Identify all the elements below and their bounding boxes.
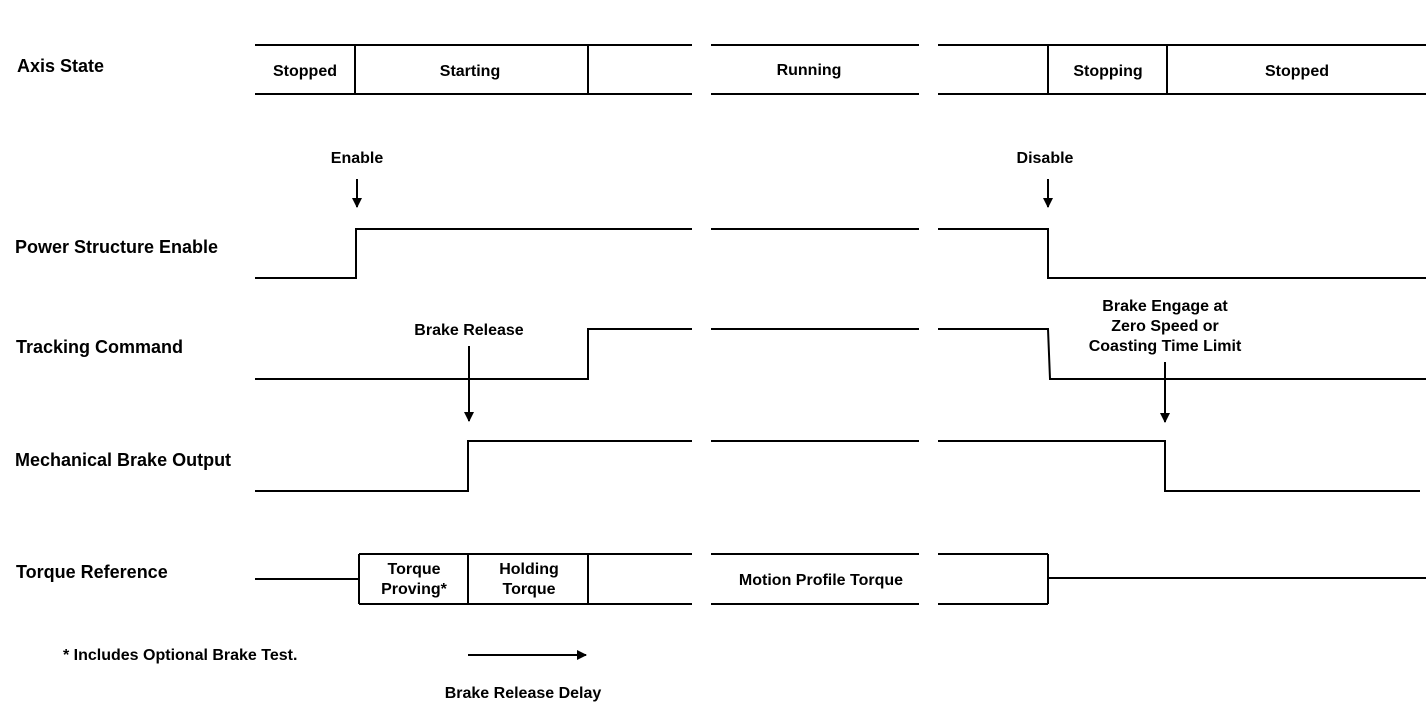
torque-proving-line2: Proving* [381, 581, 448, 598]
axis-state-bus [255, 44, 1426, 95]
event-brake-release: Brake Release [414, 322, 524, 339]
signal-label-power-structure-enable: Power Structure Enable [15, 237, 218, 257]
event-brake-engage-line2: Zero Speed or [1111, 318, 1219, 335]
motion-profile-torque: Motion Profile Torque [739, 572, 903, 589]
tracking-command-waveform [255, 328, 1426, 380]
torque-reference-bus [255, 553, 1426, 605]
axis-state-stopping: Stopping [1073, 63, 1142, 80]
event-brake-engage-line3: Coasting Time Limit [1089, 338, 1242, 355]
axis-state-stopped-end: Stopped [1265, 63, 1329, 80]
signal-label-mechanical-brake-output: Mechanical Brake Output [15, 450, 231, 470]
holding-torque-line2: Torque [502, 581, 555, 598]
axis-state-starting: Starting [440, 63, 500, 80]
event-brake-engage-line1: Brake Engage at [1102, 298, 1228, 315]
power-structure-enable-waveform [255, 228, 1426, 279]
signal-label-torque-reference: Torque Reference [16, 562, 168, 582]
torque-proving-line1: Torque [387, 561, 440, 578]
axis-state-running: Running [777, 62, 842, 79]
signal-label-tracking-command: Tracking Command [16, 337, 183, 357]
holding-torque-line1: Holding [499, 561, 559, 578]
brake-release-delay-label: Brake Release Delay [445, 685, 602, 702]
mechanical-brake-output-waveform [255, 440, 1420, 492]
axis-state-stopped-start: Stopped [273, 63, 337, 80]
signal-label-axis-state: Axis State [17, 56, 104, 76]
event-enable: Enable [331, 150, 384, 167]
event-disable: Disable [1017, 150, 1074, 167]
footnote: * Includes Optional Brake Test. [63, 647, 297, 664]
